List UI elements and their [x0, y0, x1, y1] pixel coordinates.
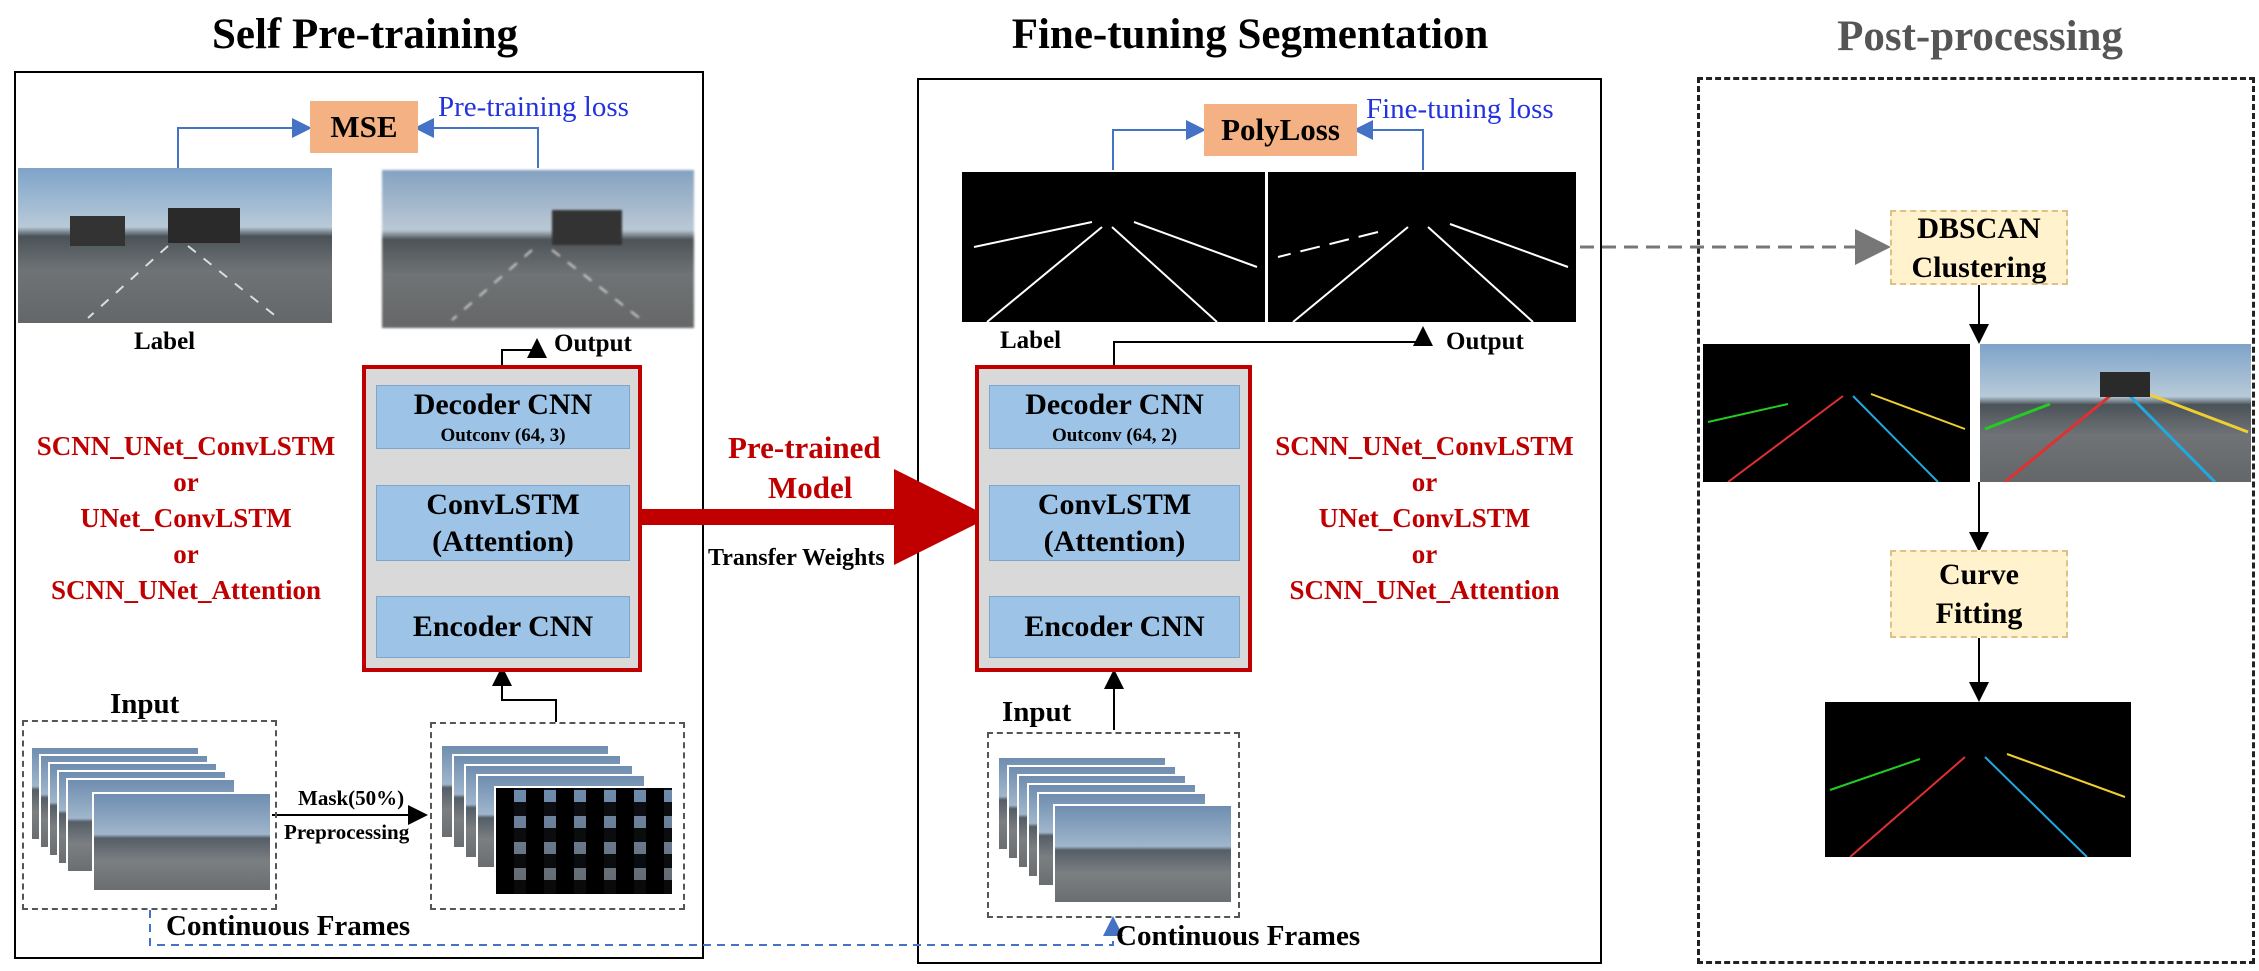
- polyloss-label: PolyLoss: [1221, 112, 1340, 147]
- pretrain-variant-or-1: or: [173, 467, 199, 497]
- pretrain-variants: SCNN_UNet_ConvLSTM or UNet_ConvLSTM or S…: [14, 428, 358, 608]
- cluster-overlay-image: [1980, 344, 2251, 482]
- finetune-attention-label: (Attention): [1043, 525, 1186, 558]
- title-self-pretraining: Self Pre-training: [211, 11, 519, 58]
- finetune-output-image: [1268, 172, 1576, 322]
- pretrain-decoder-label: Decoder CNN: [413, 388, 593, 422]
- finetune-continuous-frames: Continuous Frames: [1116, 920, 1361, 952]
- finetune-label-image: [962, 172, 1265, 322]
- cluster-mask-image: [1703, 344, 1970, 482]
- pretrain-variant-3: SCNN_UNet_Attention: [51, 575, 321, 605]
- mask-caption-line1: Mask(50%): [298, 786, 405, 810]
- clustering-label: Clustering: [1911, 250, 2047, 284]
- finetune-variants: SCNN_UNet_ConvLSTM or UNet_ConvLSTM or S…: [1252, 428, 1597, 608]
- pretrain-input-frames-box: [22, 720, 277, 910]
- pretrain-continuous-frames: Continuous Frames: [166, 910, 411, 942]
- finetune-decoder-label: Decoder CNN: [1025, 388, 1204, 422]
- finetune-label-caption: Label: [1000, 327, 1062, 354]
- finetune-variant-1: SCNN_UNet_ConvLSTM: [1275, 431, 1574, 461]
- finetune-variant-2: UNet_ConvLSTM: [1318, 503, 1531, 533]
- panel-postprocessing: [1697, 77, 2255, 964]
- finetune-convlstm-label: ConvLSTM: [1037, 487, 1192, 521]
- pretrain-convlstm-label: ConvLSTM: [426, 487, 580, 521]
- pretraining-loss-caption: Pre-training loss: [438, 91, 629, 123]
- finetune-variant-3: SCNN_UNet_Attention: [1289, 575, 1560, 605]
- finetune-variant-or-1: or: [1411, 467, 1438, 497]
- pretrain-model-box: Decoder CNN Outconv (64, 3) ConvLSTM (At…: [362, 365, 642, 672]
- finetune-input-caption: Input: [1002, 696, 1072, 728]
- finetune-input-frames-box: [987, 732, 1240, 918]
- pretrain-outconv-label: Outconv (64, 3): [440, 424, 566, 446]
- pretrain-label-image: [18, 168, 332, 323]
- transfer-weights-caption: Transfer Weights: [708, 545, 885, 571]
- finetune-model-box: Decoder CNN Outconv (64, 2) ConvLSTM (At…: [975, 365, 1252, 672]
- pretrain-output-caption: Output: [554, 330, 632, 357]
- curve-fitted-image: [1825, 702, 2131, 857]
- ft-frame-6: [1053, 804, 1233, 904]
- pretrain-variant-1: SCNN_UNet_ConvLSTM: [36, 431, 336, 461]
- finetune-output-caption: Output: [1446, 328, 1524, 355]
- title-postprocessing: Post-processing: [1837, 13, 2123, 60]
- pretrain-variant-or-2: or: [173, 539, 199, 569]
- pretrain-output-image: [382, 170, 694, 328]
- mask-caption-line2: Preprocessing: [284, 820, 410, 844]
- pretrain-label-caption: Label: [134, 328, 196, 355]
- masked-frames-box: [430, 722, 685, 910]
- pretrained-model-line1: Pre-trained: [728, 430, 881, 465]
- pretrain-attention-label: (Attention): [432, 525, 574, 558]
- pretrain-convlstm: ConvLSTM (Attention): [376, 485, 630, 561]
- dbscan-label: DBSCAN: [1917, 211, 2041, 245]
- finetune-encoder-cnn: Encoder CNN: [989, 596, 1240, 658]
- masked-frame-5: [494, 786, 674, 896]
- pretrain-encoder-label: Encoder CNN: [412, 610, 594, 644]
- finetune-encoder-label: Encoder CNN: [1024, 610, 1205, 644]
- mse-loss-box: MSE: [310, 101, 418, 153]
- finetune-variant-or-2: or: [1411, 539, 1438, 569]
- pretrain-decoder-cnn: Decoder CNN Outconv (64, 3): [376, 385, 630, 449]
- pretrain-encoder-cnn: Encoder CNN: [376, 596, 630, 658]
- pretrain-input-caption: Input: [110, 688, 180, 720]
- mse-label: MSE: [330, 109, 398, 144]
- pretrain-variant-2: UNet_ConvLSTM: [80, 503, 292, 533]
- finetune-outconv-label: Outconv (64, 2): [1051, 424, 1178, 446]
- finetuning-loss-caption: Fine-tuning loss: [1366, 93, 1554, 125]
- curve-label: Curve: [1939, 558, 2019, 591]
- polyloss-box: PolyLoss: [1204, 104, 1357, 156]
- curve-fitting-box: Curve Fitting: [1890, 550, 2068, 638]
- title-finetuning: Fine-tuning Segmentation: [1011, 11, 1489, 58]
- finetune-convlstm: ConvLSTM (Attention): [989, 485, 1240, 561]
- fitting-label: Fitting: [1935, 597, 2023, 630]
- finetune-decoder-cnn: Decoder CNN Outconv (64, 2): [989, 385, 1240, 449]
- pretrained-model-line2: Model: [768, 470, 853, 505]
- dbscan-clustering-box: DBSCAN Clustering: [1890, 210, 2068, 285]
- frame-6: [92, 792, 272, 892]
